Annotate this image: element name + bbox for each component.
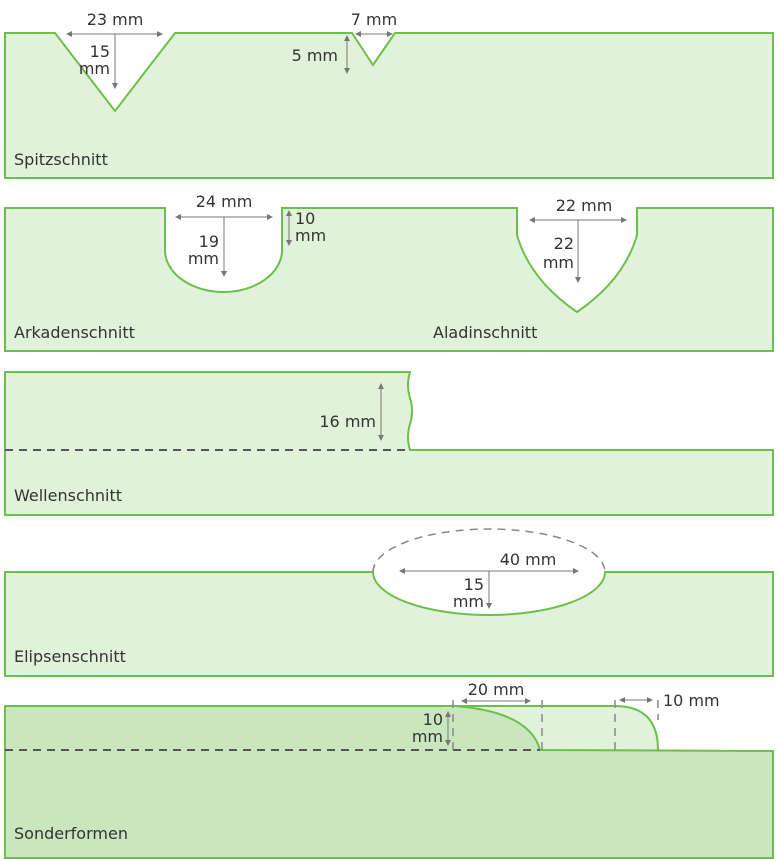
panel-label: Spitzschnitt (14, 150, 108, 169)
dim-depth: 15 (90, 42, 110, 61)
dim-depth-unit: mm (188, 249, 219, 268)
dim-depth: 19 (199, 232, 219, 251)
dim-small-depth: 5 mm (292, 46, 338, 65)
dim-width: 40 mm (500, 550, 557, 569)
dim-depth-unit: mm (412, 727, 443, 746)
panel-sonderformen: 20 mm 10 mm 10 mm Sonderformen (4, 680, 774, 859)
dim-width: 24 mm (196, 192, 253, 211)
panel-label: Elipsenschnitt (14, 647, 126, 666)
dim-small-width: 7 mm (351, 10, 397, 29)
dim-width: 22 mm (556, 196, 613, 215)
dim-depth-unit: mm (79, 59, 110, 78)
dim-width-1: 20 mm (468, 680, 525, 699)
panel-label: Sonderformen (14, 824, 128, 843)
panel-label: Arkadenschnitt (14, 323, 135, 342)
panel-elipsenschnitt: 40 mm 15 mm Elipsenschnitt (4, 528, 774, 677)
panel-spitzschnitt: 23 mm 15 mm 7 mm 5 mm Spitzschnitt (4, 10, 774, 179)
dim-depth: 10 (423, 710, 443, 729)
dim-width: 23 mm (87, 10, 144, 29)
panel-arkaden-aladin: 24 mm 19 mm 10 mm Arkadenschnitt 22 mm 2… (4, 192, 774, 352)
dim-depth: 16 mm (319, 412, 376, 431)
dim-edge-unit: mm (295, 226, 326, 245)
panel-label: Aladinschnitt (433, 323, 537, 342)
dim-edge: 10 (295, 209, 315, 228)
dim-depth-unit: mm (543, 253, 574, 272)
dim-depth: 15 (464, 575, 484, 594)
dim-depth: 22 (554, 234, 574, 253)
dim-width-2: 10 mm (663, 691, 720, 710)
dim-depth-unit: mm (453, 592, 484, 611)
panel-wellenschnitt: 16 mm Wellenschnitt (4, 371, 774, 516)
panel-label: Wellenschnitt (14, 486, 122, 505)
